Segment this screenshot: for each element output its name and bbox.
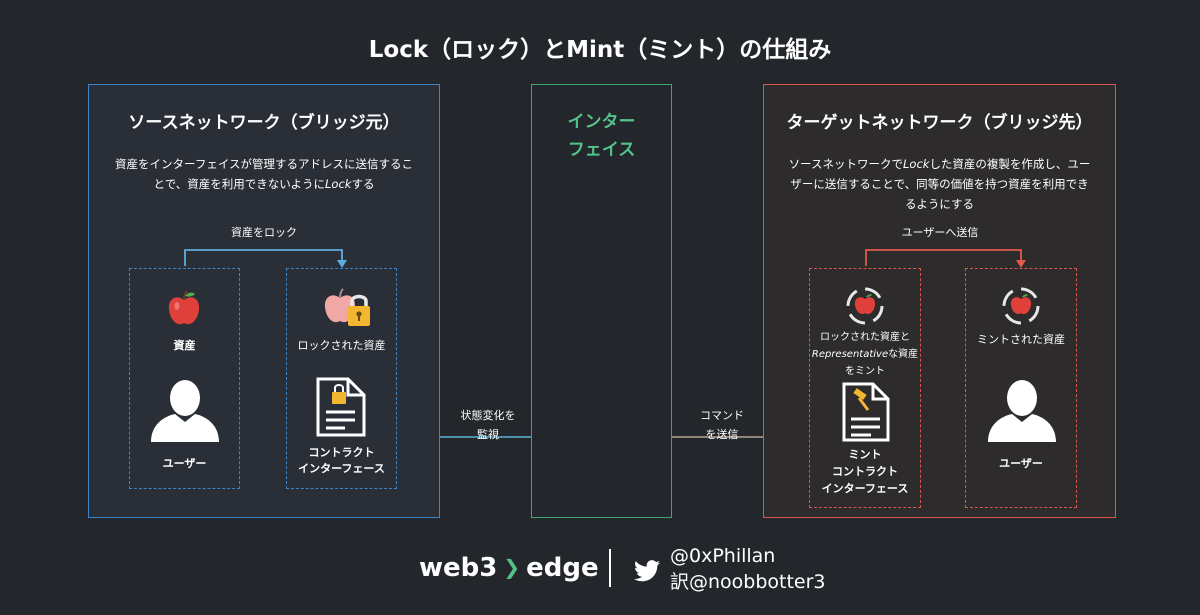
author-handle[interactable]: @0xPhillan — [670, 545, 776, 567]
target-heading: ターゲットネットワーク（ブリッジ先） — [786, 113, 1093, 133]
contract-document-icon — [316, 377, 366, 437]
command-label: コマンド を送信 — [700, 409, 744, 441]
user-icon — [151, 380, 219, 442]
target-desc-line3: るようにする — [904, 197, 975, 211]
source-heading: ソースネットワーク（ブリッジ元） — [128, 113, 400, 133]
mint-contract-box — [809, 268, 921, 508]
source-user-label: ユーザー — [162, 457, 207, 470]
minted-asset-label: ミントされた資産 — [977, 333, 1065, 346]
source-network-panel — [88, 84, 440, 518]
footer-divider — [609, 549, 611, 587]
send-to-user-label: ユーザーへ送信 — [901, 226, 979, 239]
minting-apple-icon — [846, 287, 884, 325]
minted-apple-icon — [1002, 287, 1040, 325]
interface-heading: インター フェイス — [567, 112, 636, 160]
footer-credits: @0xPhillan 訳@noobbotter3 — [670, 543, 826, 595]
target-network-panel — [763, 84, 1116, 518]
target-description: ソースネットワークでLockした資産の複製を作成し、ユー ザーに送信することで、… — [763, 154, 1116, 214]
target-user-label: ユーザー — [999, 457, 1043, 470]
mint-asset-label: ロックされた資産と Representativeな資産 をミント — [811, 332, 919, 377]
mint-contract-label: ミント コントラクト インターフェース — [821, 448, 909, 495]
chevron-right-icon: ❯ — [503, 555, 521, 579]
source-contract-box — [286, 268, 397, 489]
lock-asset-label: 資産をロック — [231, 226, 297, 239]
locked-apple-icon — [324, 288, 370, 326]
apple-icon — [168, 290, 200, 325]
monitor-label: 状態変化を 監視 — [460, 409, 516, 441]
target-desc-line1: ソースネットワークでLockした資産の複製を作成し、ユー — [788, 157, 1091, 171]
target-desc-line2: ザーに送信することで、同等の価値を持つ資産を利用でき — [790, 177, 1089, 191]
page-title: Lock（ロック）とMint（ミント）の仕組み — [368, 37, 832, 63]
source-description: 資産をインターフェイスが管理するアドレスに送信するこ とで、資産を利用できないよ… — [88, 154, 440, 194]
translator-handle[interactable]: 訳@noobbotter3 — [670, 571, 826, 593]
source-desc-line1: 資産をインターフェイスが管理するアドレスに送信するこ — [115, 157, 413, 171]
web3edge-logo: web3❯edge — [419, 553, 599, 583]
locked-asset-label: ロックされた資産 — [297, 339, 386, 352]
source-desc-line2: とで、資産を利用できないようにLockする — [153, 177, 375, 191]
asset-label: 資産 — [173, 339, 196, 352]
interface-panel — [531, 84, 672, 518]
mint-document-icon — [842, 382, 890, 442]
source-user-box — [129, 268, 240, 489]
target-user-icon — [988, 380, 1056, 442]
target-user-box — [965, 268, 1077, 508]
twitter-icon — [634, 560, 660, 582]
source-contract-label: コントラクト インターフェース — [298, 446, 385, 475]
